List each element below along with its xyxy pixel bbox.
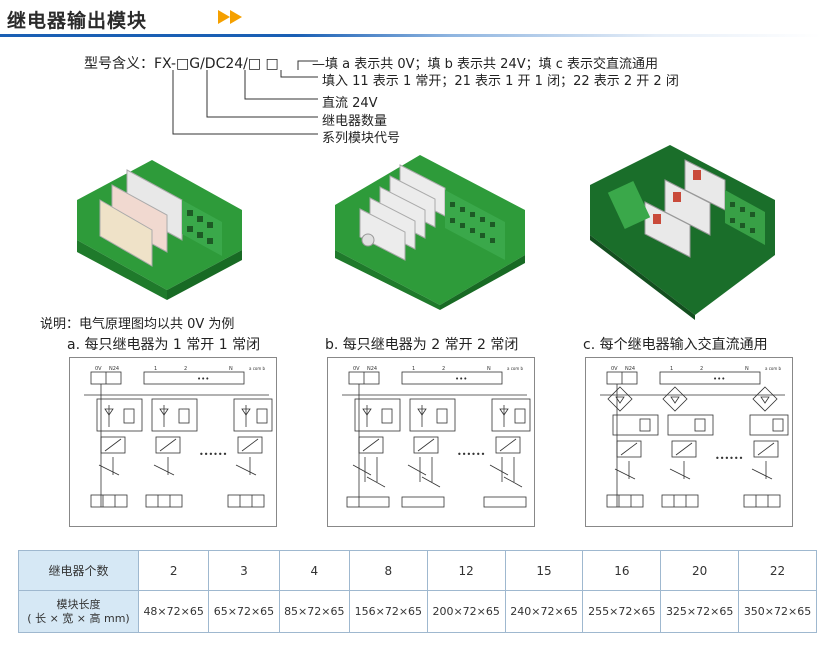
model-line-voltage: 直流 24V [322, 96, 378, 111]
schematic-c-ch-2: 2 [700, 366, 703, 372]
schematic-a-ellipsis: •••••• [199, 450, 227, 459]
schematic-a-dots: ••• [197, 375, 209, 383]
schematic-a-bus-0v: 0V [95, 366, 102, 372]
diagram-c-title: c. 每个继电器输入交直流通用 [583, 337, 768, 353]
table-cell-size: 255×72×65 [582, 590, 662, 633]
schematic-b-ch-n: N [487, 366, 491, 372]
schematic-c-ch-1: 1 [670, 366, 673, 372]
relay-module-8-channel-photo [335, 155, 525, 310]
table-cell-count: 15 [504, 550, 584, 591]
model-line-relay-count: 继电器数量 [322, 114, 388, 129]
schematic-b-ch-1: 1 [412, 366, 415, 372]
schematic-b-dots: ••• [455, 375, 467, 383]
schematic-c-drawing: 0V N24 1 2 N a com b ••• •••••• [585, 357, 793, 527]
table-cell-count: 2 [137, 550, 210, 591]
schematic-b: 0V N24 1 2 N a com b ••• •••••• [327, 357, 535, 527]
schematic-a-drawing: 0V N24 1 2 N a com b ••• •••••• [69, 357, 277, 527]
schematic-c-bus-n24: N24 [625, 366, 635, 372]
model-leader-lines [172, 60, 318, 135]
relay-module-3-channel-photo [77, 160, 242, 300]
double-arrow-icon [218, 10, 242, 24]
header-underline [0, 34, 821, 37]
table-row-relay-count: 继电器个数 2 3 4 8 12 15 16 20 22 [18, 550, 817, 591]
schematic-b-ellipsis: •••••• [457, 450, 485, 459]
table-cell-count: 22 [738, 550, 817, 591]
table-cell-size: 200×72×65 [426, 590, 506, 633]
schematic-a-ch-2: 2 [184, 366, 187, 372]
table-cell-count: 3 [208, 550, 280, 591]
diagram-note: 说明：电气原理图均以共 0V 为例 [40, 317, 235, 332]
schematic-b-com: a com b [507, 366, 524, 371]
table-cell-size: 240×72×65 [504, 590, 584, 633]
model-line-series-code: 系列模块代号 [322, 131, 401, 146]
section-title: 继电器输出模块 [7, 10, 148, 32]
table-cell-size: 325×72×65 [660, 590, 740, 633]
schematic-a-com: a com b [249, 366, 266, 371]
schematic-c-com: a com b [765, 366, 782, 371]
schematic-c-dots: ••• [713, 375, 725, 383]
module-size-table: 继电器个数 2 3 4 8 12 15 16 20 22 模块长度 ( 长 × … [18, 550, 817, 633]
schematic-c-bus-0v: 0V [611, 366, 618, 372]
table-cell-count: 4 [278, 550, 350, 591]
table-head-module-size-line2: ( 长 × 宽 × 高 mm) [27, 611, 130, 625]
model-line-contact-type: —填 a 表示共 0V；填 b 表示共 24V；填 c 表示交直流通用 [312, 57, 659, 72]
schematic-c-ch-n: N [745, 366, 749, 372]
table-cell-size: 65×72×65 [208, 590, 280, 633]
table-cell-count: 12 [426, 550, 506, 591]
diagram-b-title: b. 每只继电器为 2 常开 2 常闭 [325, 337, 519, 353]
table-head-relay-count: 继电器个数 [18, 550, 139, 591]
table-cell-size: 350×72×65 [738, 590, 817, 633]
table-cell-count: 16 [582, 550, 662, 591]
model-line-contact-form: 填入 11 表示 1 常开；21 表示 1 开 1 闭；22 表示 2 开 2 … [322, 74, 679, 89]
schematic-b-drawing: 0V N24 1 2 N a com b ••• •••••• [327, 357, 535, 527]
schematic-c: 0V N24 1 2 N a com b ••• •••••• [585, 357, 793, 527]
model-code: 型号含义：FX-□G/DC24/□ □ [84, 56, 279, 72]
diagram-a-title: a. 每只继电器为 1 常开 1 常闭 [67, 337, 261, 353]
section-header: 继电器输出模块 [0, 0, 821, 37]
schematic-c-ellipsis: •••••• [715, 454, 743, 463]
table-row-module-size: 模块长度 ( 长 × 宽 × 高 mm) 48×72×65 65×72×65 8… [18, 590, 817, 633]
table-head-module-size: 模块长度 ( 长 × 宽 × 高 mm) [18, 590, 139, 633]
relay-module-ac-dc-photo [590, 145, 775, 320]
schematic-b-ch-2: 2 [442, 366, 445, 372]
schematic-a-bus-n24: N24 [109, 366, 119, 372]
schematic-b-bus-0v: 0V [353, 366, 360, 372]
table-head-module-size-line1: 模块长度 [56, 597, 101, 611]
schematic-a: 0V N24 1 2 N a com b ••• •••••• [69, 357, 277, 527]
schematic-a-ch-n: N [229, 366, 233, 372]
table-cell-count: 20 [660, 550, 740, 591]
table-cell-size: 48×72×65 [137, 590, 210, 633]
schematic-b-bus-n24: N24 [367, 366, 377, 372]
table-cell-count: 8 [348, 550, 428, 591]
model-definition: 型号含义：FX-□G/DC24/□ □ —填 a 表示共 0V；填 b 表示共 … [0, 0, 821, 150]
table-cell-size: 85×72×65 [278, 590, 350, 633]
schematic-a-ch-1: 1 [154, 366, 157, 372]
table-cell-size: 156×72×65 [348, 590, 428, 633]
